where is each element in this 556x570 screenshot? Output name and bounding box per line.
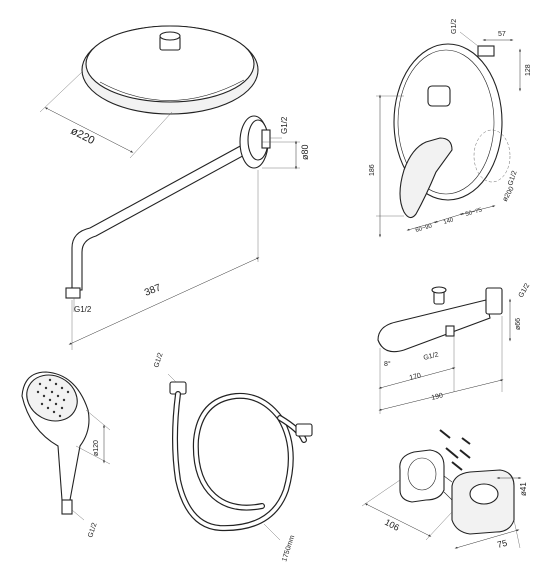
- mixer-lever-handle: [399, 137, 453, 219]
- hose-coil: [172, 391, 294, 532]
- mixer-dim-b-label: 140: [443, 217, 455, 226]
- spout-drawing: G1/2 ø66 8° G1/2 170 190: [377, 282, 532, 414]
- holder-diameter-label: ø41: [519, 482, 528, 496]
- holder-width-label: 106: [383, 517, 401, 533]
- mixer-drawing: G1/2 57 128 186 60~90 140 50~75 G1/2 ø20…: [369, 19, 532, 238]
- mixer-dim-a-label: 60~90: [415, 223, 433, 234]
- hose-thread-label: G1/2: [153, 352, 164, 369]
- spout-body: [377, 299, 491, 353]
- spout-inlet-thread-label: G1/2: [423, 351, 440, 361]
- holder-screws: [439, 429, 471, 471]
- arm-thread-top-label: G1/2: [280, 116, 289, 134]
- holder-depth-label: 75: [496, 538, 508, 550]
- shower-arm-thread: [65, 287, 81, 299]
- hose-nut-end: [295, 423, 313, 437]
- arm-thread-bottom-label: G1/2: [74, 305, 92, 314]
- arm-flange-depth-label: ø80: [300, 144, 310, 160]
- mixer-flange-label: ø200: [502, 186, 516, 203]
- hand-shower-drawing: ø120 G1/2: [21, 371, 111, 539]
- spout-height-label: ø66: [515, 318, 522, 330]
- holder-wall-bracket: [399, 449, 445, 503]
- shower-arm-drawing: G1/2 ø80 387 G1/2: [65, 115, 310, 350]
- mixer-height-label: 186: [369, 164, 376, 176]
- hose-drawing: G1/2 1750mm: [153, 352, 313, 563]
- mixer-dim-c-label: 50~75: [465, 207, 483, 218]
- hand-shower-thread: [61, 499, 73, 515]
- holder-drawing: ø41 106 75: [361, 429, 528, 550]
- shower-arm-pipe: [71, 143, 251, 291]
- hand-shower-face: [26, 374, 78, 422]
- mixer-dim-right-label: 128: [525, 64, 532, 76]
- spout-length-a-label: 170: [409, 372, 422, 382]
- spout-wall-flange: [485, 287, 503, 315]
- hand-shower-thread-label: G1/2: [87, 522, 98, 539]
- spout-length-b-label: 190: [431, 392, 444, 402]
- hose-length-label: 1750mm: [281, 534, 296, 562]
- hand-shower-diameter-label: ø120: [93, 440, 100, 456]
- spout-angle-label: 8°: [384, 360, 391, 368]
- shower-head-diameter-label: ø220: [69, 125, 97, 147]
- mixer-thread-top-label: G1/2: [451, 19, 458, 34]
- shower-head-drawing: ø220: [39, 25, 259, 159]
- mixer-diverter-knob: [427, 85, 451, 107]
- mixer-thread-side-label: G1/2: [507, 170, 518, 187]
- spout-thread-label: G1/2: [518, 282, 532, 299]
- mixer-dim-top-label: 57: [498, 31, 506, 38]
- arm-length-label: 387: [143, 282, 163, 299]
